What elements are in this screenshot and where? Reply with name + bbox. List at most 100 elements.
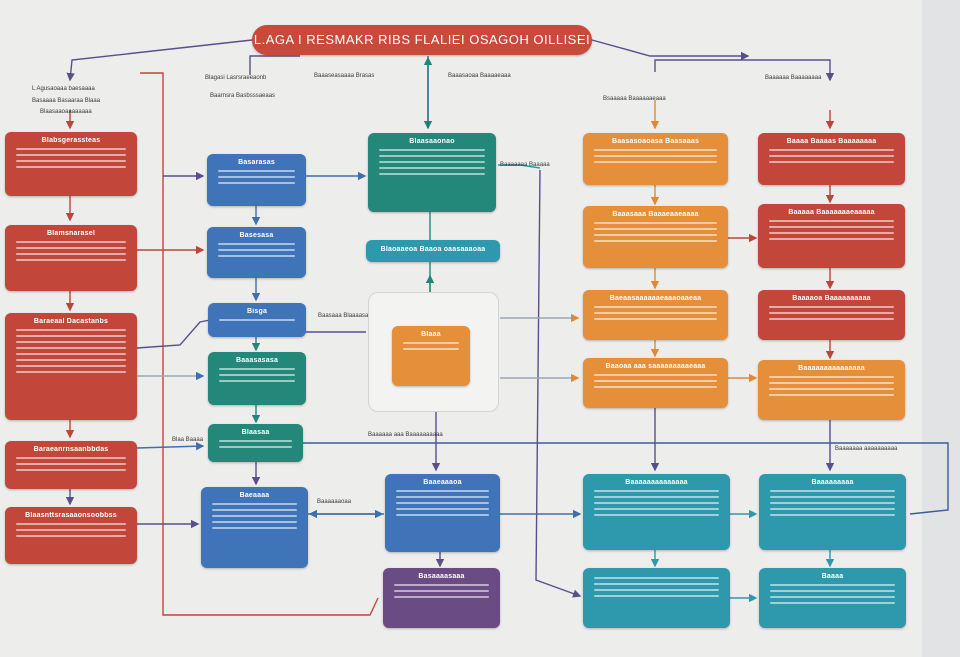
- box-title: Baeaasaaaaaaeaaaoaaeaa: [609, 295, 702, 302]
- process-box[interactable]: Blabsgerassteas: [5, 132, 137, 196]
- process-box[interactable]: Baeaasaaaaaaeaaaoaaeaa: [583, 290, 728, 340]
- box-title: Basesasa: [239, 232, 274, 239]
- annotation-label: Blaasaaoaaaaaaaa: [40, 109, 92, 115]
- text-line: [218, 176, 295, 178]
- box-title: Baaasaaa Baaaeaaeaaaa: [612, 211, 699, 218]
- text-line: [769, 312, 894, 314]
- annotation-label: Bsaaaaa Baaaaaaeaaa: [603, 96, 666, 102]
- box-title: Baaoaa aaa saaaaaaaaaeaaa: [605, 363, 706, 370]
- box-title: Bisga: [246, 308, 268, 315]
- text-line: [769, 220, 894, 222]
- process-box[interactable]: Blaasaaonao: [368, 133, 496, 212]
- text-line: [396, 496, 489, 498]
- annotation-label: Baaasaoaa Baaaaeaaa: [448, 73, 511, 79]
- process-box[interactable]: Blaasaa: [208, 424, 303, 462]
- process-box[interactable]: Baaaaaaaaa: [759, 474, 906, 550]
- process-box[interactable]: Baasasoaoasa Baasaaas: [583, 133, 728, 185]
- text-line: [770, 496, 895, 498]
- process-box[interactable]: Baaaaaaaaaaaaaa: [583, 474, 730, 550]
- text-line: [16, 469, 126, 471]
- text-line: [16, 253, 126, 255]
- process-box[interactable]: Baaaaa Baaaaaaaeaaaaa: [758, 204, 905, 268]
- box-title: Baaaaaaaaaaaaaa: [625, 479, 688, 486]
- text-line: [218, 182, 295, 184]
- text-line: [16, 371, 126, 373]
- process-box[interactable]: Baaoaa aaa saaaaaaaaaeaaa: [583, 358, 728, 408]
- text-line: [769, 155, 894, 157]
- page-edge: [922, 0, 960, 657]
- text-line: [769, 149, 894, 151]
- process-box[interactable]: Basarasas: [207, 154, 306, 206]
- connector: [591, 39, 750, 61]
- annotation-label: Basaaaa Basaaraa Blaaa: [32, 98, 101, 104]
- text-line: [769, 382, 894, 384]
- box-title: Baasasoaoasa Baasaaas: [611, 138, 700, 145]
- text-line: [16, 341, 126, 343]
- text-line: [594, 318, 717, 320]
- text-line: [594, 577, 719, 579]
- process-bar[interactable]: Blaoaaeoa Baaoa oaasaaaoaa: [366, 240, 500, 262]
- process-box[interactable]: Baeaaaa: [201, 487, 308, 568]
- box-title: Blabsgerassteas: [41, 137, 101, 144]
- process-box[interactable]: Bisga: [208, 303, 306, 337]
- box-title: Blaasaaonao: [409, 138, 455, 145]
- text-line: [16, 160, 126, 162]
- text-line: [219, 446, 292, 448]
- text-line: [594, 589, 719, 591]
- text-line: [769, 388, 894, 390]
- box-title: Baaaaaaaaa: [811, 479, 854, 486]
- process-box[interactable]: Baaeaaaoa: [385, 474, 500, 552]
- text-line: [594, 228, 717, 230]
- process-box[interactable]: Baaaa Baaaas Baaaaaaaa: [758, 133, 905, 185]
- process-box[interactable]: Basaaaasaaa: [383, 568, 500, 628]
- process-box[interactable]: Blaasnttsrasaaonsoobbss: [5, 507, 137, 564]
- text-line: [770, 490, 895, 492]
- text-line: [212, 527, 297, 529]
- text-line: [16, 335, 126, 337]
- text-line: [770, 514, 895, 516]
- annotation-label: Baaaaaa Baaaaaaaa: [765, 75, 822, 81]
- text-line: [219, 440, 292, 442]
- process-box[interactable]: Baaaa: [759, 568, 906, 628]
- text-line: [769, 232, 894, 234]
- text-line: [16, 347, 126, 349]
- text-line: [770, 596, 895, 598]
- text-line: [403, 342, 459, 344]
- process-box[interactable]: Blamsnarasel: [5, 225, 137, 291]
- connector: [66, 39, 253, 82]
- text-line: [594, 380, 717, 382]
- annotation-label: L Agusaoaaa baesaaaa: [32, 86, 95, 92]
- process-box[interactable]: Baraeanrnsaanbbdas: [5, 441, 137, 489]
- text-line: [594, 374, 717, 376]
- process-box[interactable]: Baaasaaa Baaaeaaeaaaa: [583, 206, 728, 268]
- process-box[interactable]: Baaaaoa Baaaaaaaaaa: [758, 290, 905, 340]
- box-title: Blamsnarasel: [47, 230, 95, 237]
- process-box[interactable]: Blaaa: [392, 326, 470, 386]
- text-line: [219, 368, 295, 370]
- text-line: [16, 241, 126, 243]
- text-line: [769, 226, 894, 228]
- box-title: Baraeaal Dacastanbs: [33, 318, 109, 325]
- connector: [136, 319, 211, 349]
- connector: [654, 59, 835, 82]
- process-box[interactable]: Baaasasasa: [208, 352, 306, 405]
- connector: [303, 442, 949, 515]
- box-title: Basaaaasaaa: [418, 573, 465, 580]
- text-line: [594, 161, 717, 163]
- box-title: Baaeaaaoa: [423, 479, 462, 486]
- box-title: Baaasasasa: [235, 357, 279, 364]
- text-line: [219, 319, 295, 321]
- text-line: [594, 595, 719, 597]
- connector: [535, 169, 582, 598]
- text-line: [396, 490, 489, 492]
- text-line: [594, 149, 717, 151]
- text-line: [594, 583, 719, 585]
- box-title: Basarasas: [238, 159, 275, 166]
- text-line: [16, 353, 126, 355]
- process-box[interactable]: Basesasa: [207, 227, 306, 278]
- process-box[interactable]: Baraeaal Dacastanbs: [5, 313, 137, 420]
- text-line: [16, 154, 126, 156]
- process-box[interactable]: [583, 568, 730, 628]
- process-box[interactable]: Baaaaaaaaaaaaaaa: [758, 360, 905, 420]
